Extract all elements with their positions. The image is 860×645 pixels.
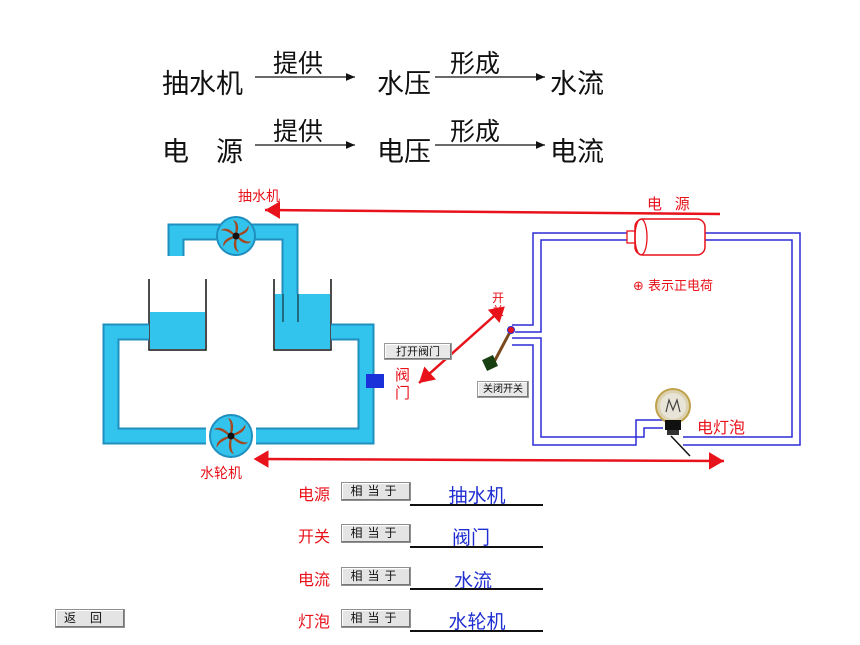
pump-icon: [216, 216, 256, 256]
back-button[interactable]: 返回: [55, 609, 125, 628]
switch-label: 开关: [492, 291, 505, 318]
equivalence-answer: 抽水机: [448, 485, 506, 507]
equivalence-button[interactable]: 相当于: [341, 609, 411, 628]
equivalence-answer: 阀门: [451, 527, 490, 549]
water-circuit: [102, 216, 384, 458]
close-switch-button[interactable]: 关闭开关: [477, 381, 529, 398]
electric-circuit: [512, 232, 801, 446]
switch-icon: [482, 326, 515, 371]
left-tank: [148, 279, 207, 351]
electric-chain-arrow1-label: 提供: [272, 117, 323, 146]
power-label: 电 源: [647, 195, 694, 213]
answer-underline: [410, 630, 543, 632]
water-chain-arrow1-label: 提供: [272, 49, 323, 78]
bulb-label: 电灯泡: [697, 418, 746, 437]
equivalence-button[interactable]: 相当于: [341, 482, 411, 501]
right-tank: [273, 279, 332, 351]
pump-label: 抽水机: [238, 189, 280, 205]
water-chain-middle: 水压: [377, 69, 431, 100]
equivalence-button[interactable]: 相当于: [341, 567, 411, 586]
electric-chain-arrow2-label: 形成: [449, 117, 500, 146]
bulb-wire-pointer: [670, 435, 691, 457]
equivalence-term: 电源: [298, 485, 331, 504]
open-valve-button[interactable]: 打开阀门: [384, 343, 452, 360]
answer-underline: [410, 588, 543, 590]
charge-legend: ⊕ 表示正电荷: [633, 279, 714, 294]
electric-chain-middle: 电压: [377, 137, 431, 168]
electric-chain-source: 电 源: [162, 137, 243, 168]
water-chain-arrow2-label: 形成: [449, 49, 500, 78]
equivalence-term: 开关: [298, 527, 331, 546]
answer-underline: [410, 546, 543, 548]
equivalence-button[interactable]: 相当于: [341, 524, 411, 543]
answer-underline: [410, 504, 543, 506]
equivalence-answer: 水轮机: [448, 611, 506, 633]
battery-icon: [626, 218, 706, 256]
turbine-label: 水轮机: [200, 466, 242, 482]
power-to-pump-arrow: [264, 201, 721, 219]
electric-chain-result: 电流: [550, 137, 604, 168]
water-chain-result: 水流: [550, 69, 604, 100]
equivalence-term: 电流: [298, 570, 331, 589]
water-chain-source: 抽水机: [162, 69, 243, 100]
switch-to-valve-arrow: [418, 306, 505, 384]
bulb-to-turbine-arrow: [253, 450, 725, 470]
valve-label: 阀门: [395, 366, 411, 402]
equivalence-answer: 水流: [453, 570, 492, 592]
turbine-icon: [209, 414, 253, 458]
bulb-icon: [655, 388, 691, 435]
valve[interactable]: [366, 374, 384, 388]
equivalence-term: 灯泡: [298, 612, 331, 631]
